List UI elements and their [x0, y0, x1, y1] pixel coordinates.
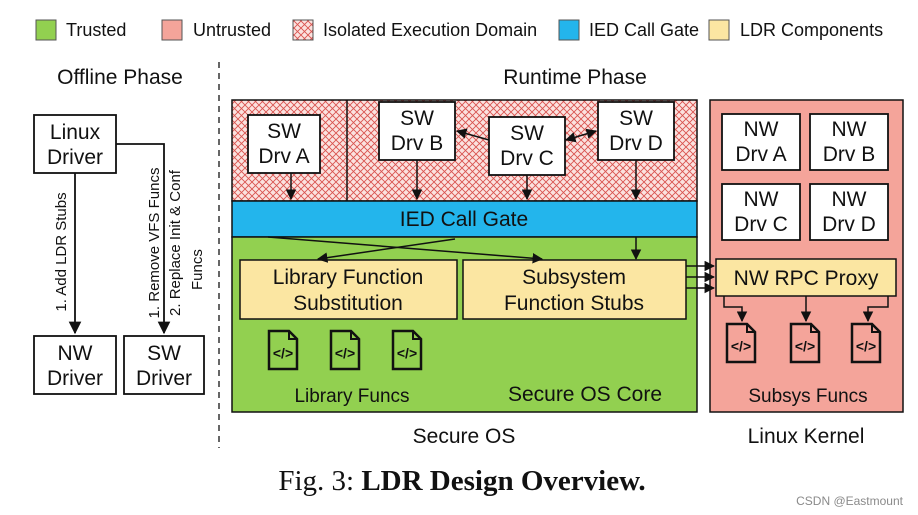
sw-drv-d-line2: Drv D [609, 132, 663, 155]
library-substitution-line1: Library Function [273, 266, 424, 289]
svg-text:</>: </> [397, 345, 417, 361]
caption-title: LDR Design Overview. [361, 465, 645, 497]
nw-drv-b: NW Drv B [809, 113, 889, 171]
step-remove-vfs: 1. Remove VFS Funcs [146, 168, 163, 319]
library-substitution-line2: Substitution [293, 292, 403, 315]
nw-drv-a-line2: Drv A [735, 143, 786, 166]
offline-phase-title: Offline Phase [57, 66, 183, 89]
offline-phase: Offline Phase Linux Driver 1. Add LDR St… [33, 66, 206, 395]
nw-driver-line1: NW [58, 342, 93, 365]
nw-drv-b-line1: NW [832, 118, 867, 141]
arrow-c-d [564, 128, 598, 143]
sw-drv-a-line1: SW [267, 120, 301, 143]
linux-driver-box: Linux Driver [33, 114, 117, 174]
sw-drv-b-line1: SW [400, 107, 434, 130]
ied-call-gate [231, 200, 698, 238]
linux-kernel-label: Linux Kernel [748, 425, 865, 448]
legend: Trusted Untrusted Isolated Execution Dom… [35, 19, 883, 41]
nw-drv-a: NW Drv A [721, 113, 801, 171]
arrow-proxy-to-func-1 [723, 296, 748, 323]
subsystem-function-stubs: Subsystem Function Stubs [462, 259, 687, 320]
legend-swatch-isolated [292, 19, 314, 41]
svg-text:</>: </> [731, 338, 751, 354]
legend-label-isolated: Isolated Execution Domain [323, 20, 537, 40]
nw-drv-c-line1: NW [744, 188, 779, 211]
linux-driver-line2: Driver [47, 146, 103, 169]
linux-kernel: NW Drv A NW Drv B NW Drv C NW Drv D NW R… [686, 99, 904, 448]
step-add-ldr-stubs: 1. Add LDR Stubs [53, 192, 70, 311]
nw-drv-a-line1: NW [744, 118, 779, 141]
arrow-gate-to-library [316, 238, 456, 263]
legend-label-trusted: Trusted [66, 20, 126, 40]
secure-os: IED Call Gate SW Drv A SW Drv B SW Drv C… [231, 99, 698, 448]
legend-item-trusted: Trusted [35, 19, 126, 41]
nw-driver-line2: Driver [47, 367, 103, 390]
sw-drv-c: SW Drv C [488, 116, 566, 176]
arrow-remove-vfs [116, 143, 171, 335]
secure-os-label: Secure OS [413, 425, 516, 448]
library-func-icon-1: </> [267, 329, 299, 371]
sw-drv-c-line1: SW [510, 122, 544, 145]
svg-text:</>: </> [335, 345, 355, 361]
legend-swatch-ldr [708, 19, 730, 41]
runtime-phase-title: Runtime Phase [503, 66, 647, 89]
legend-item-call-gate: IED Call Gate [558, 19, 699, 41]
legend-swatch-call-gate [558, 19, 580, 41]
library-func-icon-3: </> [391, 329, 423, 371]
legend-label-ldr: LDR Components [740, 20, 883, 40]
legend-item-isolated: Isolated Execution Domain [292, 19, 537, 41]
sw-drv-a-line2: Drv A [258, 145, 309, 168]
nw-drv-d: NW Drv D [809, 183, 889, 241]
figure-caption: Fig. 3: LDR Design Overview. [278, 465, 645, 497]
nw-drv-b-line2: Drv B [823, 143, 876, 166]
caption-prefix: Fig. 3: [278, 465, 361, 497]
subsys-func-icon-1: </> [725, 322, 757, 364]
library-funcs-label: Library Funcs [294, 386, 409, 407]
legend-swatch-trusted [35, 19, 57, 41]
sw-driver-line1: SW [147, 342, 181, 365]
sw-driver-line2: Driver [136, 367, 192, 390]
sw-drv-b: SW Drv B [378, 101, 456, 161]
sw-drv-a: SW Drv A [247, 114, 321, 174]
svg-text:</>: </> [856, 338, 876, 354]
subsystem-stubs-line1: Subsystem [522, 266, 626, 289]
watermark: CSDN @Eastmount [796, 494, 904, 508]
nw-drv-d-line1: NW [832, 188, 867, 211]
secure-os-core-label: Secure OS Core [508, 383, 662, 406]
nw-drv-c: NW Drv C [721, 183, 801, 241]
sw-driver-box: SW Driver [123, 335, 205, 395]
sw-drv-d: SW Drv D [597, 101, 675, 161]
legend-item-ldr: LDR Components [708, 19, 883, 41]
arrow-gate-to-stubs [267, 236, 544, 264]
nw-drv-c-line2: Drv C [734, 213, 788, 236]
step-replace-funcs: Funcs [189, 249, 206, 290]
sw-drv-d-line1: SW [619, 107, 653, 130]
legend-item-untrusted: Untrusted [161, 19, 271, 41]
sw-drv-b-line2: Drv B [391, 132, 444, 155]
svg-text:</>: </> [795, 338, 815, 354]
linux-driver-line1: Linux [50, 121, 101, 144]
step-replace-init: 2. Replace Init & Conf [167, 169, 184, 316]
nw-driver-box: NW Driver [33, 335, 117, 395]
legend-label-call-gate: IED Call Gate [589, 20, 699, 40]
svg-text:</>: </> [273, 345, 293, 361]
subsystem-stubs-line2: Function Stubs [504, 292, 644, 315]
ied-call-gate-label: IED Call Gate [400, 208, 528, 231]
library-function-substitution: Library Function Substitution [239, 259, 458, 320]
arrow-proxy-to-func-3 [862, 296, 889, 323]
subsys-funcs-label: Subsys Funcs [748, 386, 867, 407]
nw-rpc-proxy-label: NW RPC Proxy [734, 267, 879, 290]
nw-rpc-proxy: NW RPC Proxy [715, 258, 897, 297]
legend-label-untrusted: Untrusted [193, 20, 271, 40]
sw-drv-c-line2: Drv C [500, 147, 554, 170]
arrow-c-to-b [455, 128, 490, 141]
subsys-func-icon-2: </> [789, 322, 821, 364]
subsys-func-icon-3: </> [850, 322, 882, 364]
library-func-icon-2: </> [329, 329, 361, 371]
legend-swatch-untrusted [161, 19, 183, 41]
nw-drv-d-line2: Drv D [822, 213, 876, 236]
